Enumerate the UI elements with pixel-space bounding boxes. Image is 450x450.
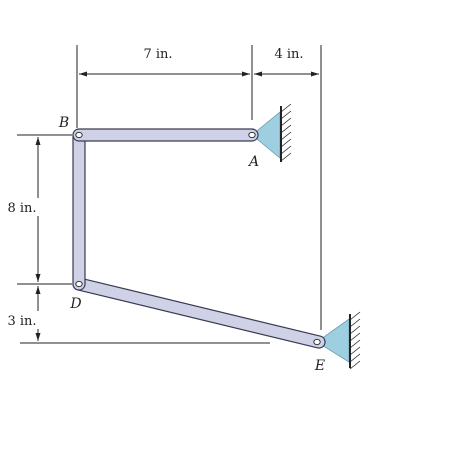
member-bd — [72, 134, 86, 291]
dimension-label-top-right: 4 in. — [274, 47, 303, 62]
member-ab — [72, 128, 259, 142]
point-label-d: D — [69, 296, 81, 312]
dimension-label-left-upper: 8 in. — [7, 201, 36, 216]
dimension-8in: 8 in. — [6, 137, 41, 282]
support-e — [316, 311, 361, 370]
wall-hatch-a-icon — [280, 103, 292, 162]
pin-b-icon — [75, 131, 83, 139]
point-label-a: A — [247, 154, 259, 170]
dimension-label-top-left: 7 in. — [143, 47, 172, 62]
pin-a-icon — [248, 131, 256, 139]
pin-e-icon — [313, 338, 321, 346]
dimension-7in: 7 in. — [79, 47, 250, 77]
wall-hatch-e-icon — [349, 311, 361, 370]
dimension-label-left-lower: 3 in. — [7, 314, 36, 329]
member-de — [72, 277, 326, 349]
dimension-4in: 4 in. — [254, 47, 319, 77]
dimension-3in: 3 in. — [6, 286, 41, 341]
support-a — [251, 103, 292, 162]
point-label-b: B — [58, 115, 69, 131]
pin-d-icon — [75, 280, 83, 288]
point-label-e: E — [314, 358, 325, 374]
